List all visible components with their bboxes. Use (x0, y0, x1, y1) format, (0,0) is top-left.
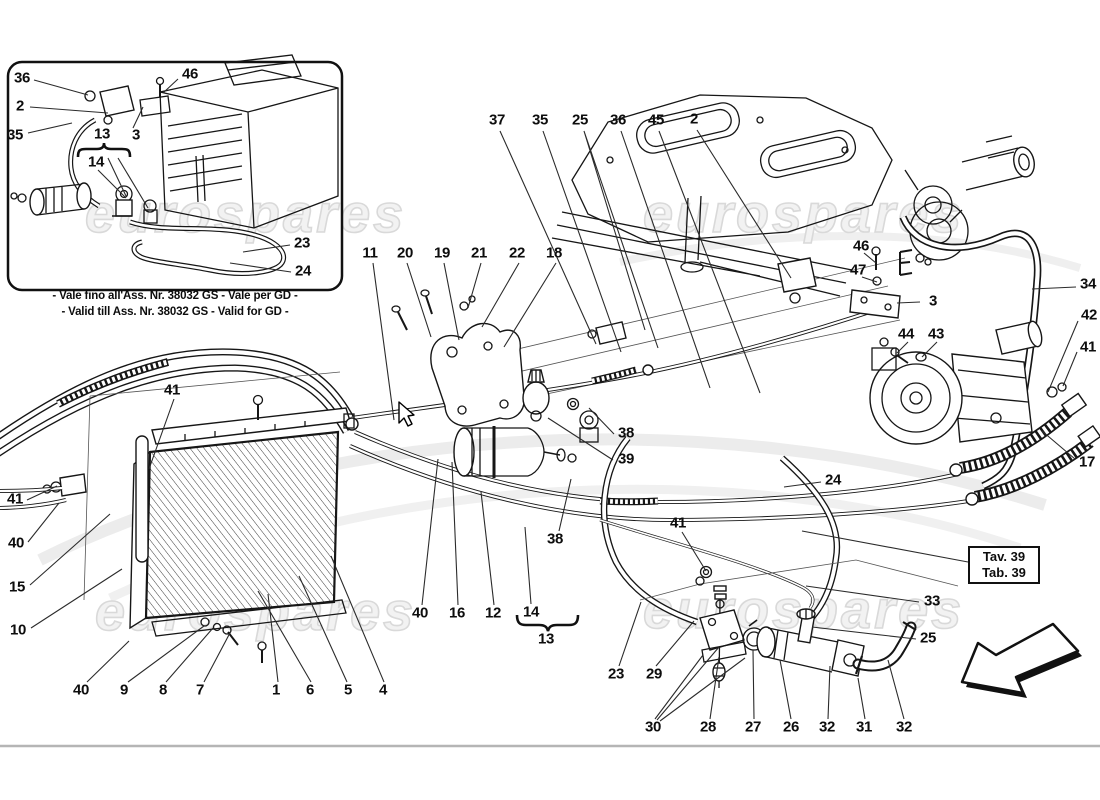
callout-33: 33 (923, 592, 941, 610)
callout-24-inset: 24 (294, 262, 312, 280)
callout-26: 26 (782, 718, 800, 736)
callout-10: 10 (9, 621, 27, 639)
callout-22: 22 (508, 244, 526, 262)
callout-42: 42 (1080, 306, 1098, 324)
callout-25-top: 25 (571, 111, 589, 129)
callout-20: 20 (396, 244, 414, 262)
callout-30: 30 (644, 718, 662, 736)
callout-14-center: 14 (522, 603, 540, 621)
callout-5: 5 (343, 681, 353, 699)
callout-46-inset: 46 (181, 65, 199, 83)
callout-35-inset: 35 (6, 126, 24, 144)
callout-41-lower: 41 (669, 514, 687, 532)
drier-drawing (391, 289, 599, 478)
callout-43: 43 (927, 325, 945, 343)
callout-38-lower: 38 (546, 530, 564, 548)
callout-28: 28 (699, 718, 717, 736)
callout-4: 4 (378, 681, 388, 699)
callout-14-inset: 14 (87, 153, 105, 171)
callout-25-lower: 25 (919, 629, 937, 647)
callout-17: 17 (1078, 453, 1096, 471)
inset-detail-box (6, 60, 344, 292)
callout-23-inset: 23 (293, 234, 311, 252)
callout-18: 18 (545, 244, 563, 262)
callout-2-top: 2 (689, 110, 699, 128)
callout-40-bottom: 40 (72, 681, 90, 699)
radiator-drawing (0, 371, 359, 663)
callout-36-top: 36 (609, 111, 627, 129)
inset-caption-line1: - Vale fino all'Ass. Nr. 38032 GS - Vale… (52, 290, 298, 302)
callout-19: 19 (433, 244, 451, 262)
callout-3: 3 (928, 292, 938, 310)
callout-23-bottom: 23 (607, 665, 625, 683)
inset-hvac-drawing (10, 54, 339, 276)
callout-46: 46 (852, 237, 870, 255)
callout-6: 6 (305, 681, 315, 699)
callout-2-inset: 2 (15, 97, 25, 115)
callout-45: 45 (647, 111, 665, 129)
left-hoses (0, 348, 356, 457)
callout-16: 16 (448, 604, 466, 622)
table-reference-line1: Tav. 39 (982, 548, 1026, 564)
callout-7: 7 (195, 681, 205, 699)
callout-32-right: 32 (895, 718, 913, 736)
callout-21: 21 (470, 244, 488, 262)
callout-40-center: 40 (411, 604, 429, 622)
callout-40-left: 40 (7, 534, 25, 552)
leader-lines (26, 78, 1079, 722)
pump-drawing (904, 135, 1035, 261)
callout-15: 15 (8, 578, 26, 596)
callout-35-top: 35 (531, 111, 549, 129)
watermark-text: eurospares (643, 184, 964, 244)
brace-13-center (515, 614, 580, 632)
callout-9: 9 (119, 681, 129, 699)
callout-12: 12 (484, 604, 502, 622)
brace-13-inset (76, 142, 132, 158)
inset-caption-line2: - Valid till Ass. Nr. 38032 GS - Valid f… (61, 306, 289, 319)
water-pump-drawing (639, 559, 959, 689)
callout-37: 37 (488, 111, 506, 129)
inset-caption: - Vale fino all'Ass. Nr. 38032 GS - Vale… (12, 288, 338, 320)
callout-41-left: 41 (6, 490, 24, 508)
callout-34: 34 (1079, 275, 1097, 293)
compressor-drawing (869, 320, 1043, 445)
callout-11: 11 (362, 244, 378, 262)
callout-41-right: 41 (1079, 338, 1097, 356)
callout-47: 47 (849, 261, 867, 279)
callout-3-inset: 3 (131, 126, 141, 144)
callout-44: 44 (897, 325, 915, 343)
callout-31: 31 (855, 718, 873, 736)
watermark-text: eurospares (85, 184, 406, 244)
callout-1: 1 (271, 681, 281, 699)
callout-24-main: 24 (824, 471, 842, 489)
callout-8: 8 (158, 681, 168, 699)
table-reference-box: Tav. 39 Tab. 39 (968, 546, 1040, 584)
callout-36-inset: 36 (13, 69, 31, 87)
direction-arrow (960, 622, 1082, 698)
solenoid-bracket-drawing (777, 246, 932, 364)
callout-13-center: 13 (537, 630, 555, 648)
callout-41-mid: 41 (163, 381, 181, 399)
callout-38: 38 (617, 424, 635, 442)
table-reference-line2: Tab. 39 (982, 565, 1026, 580)
callout-13-inset: 13 (93, 125, 111, 143)
callout-32-left: 32 (818, 718, 836, 736)
callout-27: 27 (744, 718, 762, 736)
mouse-cursor (398, 401, 415, 427)
callout-29: 29 (645, 665, 663, 683)
callout-39: 39 (617, 450, 635, 468)
corrugated-hoses (949, 382, 1100, 506)
